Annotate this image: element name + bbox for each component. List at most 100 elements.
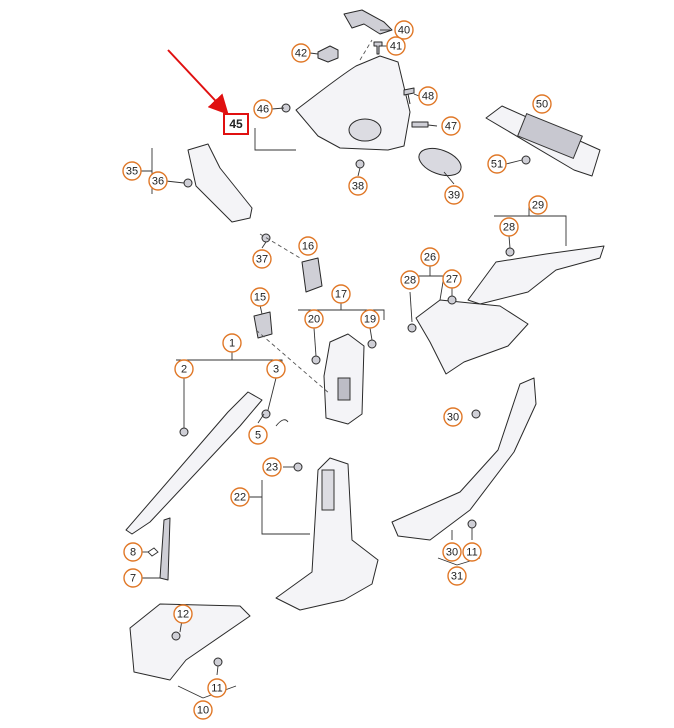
callout-ring [253, 99, 273, 119]
callout-c15[interactable]: 15 [250, 287, 270, 307]
callout-c48[interactable]: 48 [418, 86, 438, 106]
screw-part-48 [403, 87, 415, 105]
callout-number: 5 [255, 430, 261, 442]
callout-number: 46 [257, 104, 269, 116]
callout-number: 47 [445, 121, 457, 133]
clip-part-36 [183, 178, 193, 188]
callout-ring [248, 425, 268, 445]
callout-number: 41 [390, 41, 402, 53]
callout-number: 30 [447, 412, 459, 424]
callout-number: 39 [448, 190, 460, 202]
callout-c50[interactable]: 50 [532, 94, 552, 114]
callout-c10[interactable]: 10 [193, 700, 213, 720]
highlight-arrow [167, 49, 229, 115]
callout-c30b[interactable]: 30 [442, 542, 462, 562]
callout-c39[interactable]: 39 [444, 185, 464, 205]
callout-ring [348, 176, 368, 196]
callout-ring [230, 487, 250, 507]
callout-number: 50 [536, 99, 548, 111]
b-pillar-lower-part [275, 457, 379, 611]
callout-ring [442, 269, 462, 289]
callout-ring [443, 407, 463, 427]
clip-part-42 [317, 45, 339, 63]
callout-number: 2 [181, 364, 187, 376]
callout-c41[interactable]: 41 [386, 36, 406, 56]
clip-part-5 [275, 419, 289, 427]
callout-c11a[interactable]: 11 [462, 542, 482, 562]
callout-c29[interactable]: 29 [528, 195, 548, 215]
callout-number: 20 [308, 314, 320, 326]
callout-c42[interactable]: 42 [291, 43, 311, 63]
callout-c11b[interactable]: 11 [207, 678, 227, 698]
callout-number: 15 [254, 292, 266, 304]
callout-c38[interactable]: 38 [348, 176, 368, 196]
callout-c19[interactable]: 19 [360, 309, 380, 329]
callout-ring [291, 43, 311, 63]
highlighted-part-callout[interactable]: 45 [223, 113, 249, 135]
callout-ring [418, 86, 438, 106]
callout-c36[interactable]: 36 [148, 171, 168, 191]
callout-c16[interactable]: 16 [298, 236, 318, 256]
callout-number: 8 [130, 547, 136, 559]
clip-part-27 [447, 295, 457, 305]
callout-ring [122, 161, 142, 181]
clip-part-11b [213, 657, 223, 667]
callout-ring [532, 94, 552, 114]
callout-number: 38 [352, 181, 364, 193]
callout-c23[interactable]: 23 [262, 457, 282, 477]
callout-number: 31 [451, 571, 463, 583]
bracket-part [343, 9, 393, 35]
callout-c17[interactable]: 17 [331, 284, 351, 304]
rear-sill-part [391, 377, 537, 541]
front-sill-part [129, 603, 251, 681]
clip-part-28b [407, 323, 417, 333]
callout-c26[interactable]: 26 [420, 247, 440, 267]
callout-c28a[interactable]: 28 [499, 217, 519, 237]
callout-c8[interactable]: 8 [123, 542, 143, 562]
callout-number: 48 [422, 91, 434, 103]
callout-number: 29 [532, 200, 544, 212]
callout-c51[interactable]: 51 [487, 154, 507, 174]
bracket-part-15 [253, 311, 273, 339]
callout-c40[interactable]: 40 [394, 20, 414, 40]
callout-ring [148, 171, 168, 191]
cover-part-39 [418, 147, 462, 177]
side-trim-part-29 [467, 245, 605, 305]
callout-c27[interactable]: 27 [442, 269, 462, 289]
clip-part-23 [293, 462, 303, 472]
clip-part-28a [505, 247, 515, 257]
callout-c31[interactable]: 31 [447, 566, 467, 586]
belt-guide-part-16 [301, 257, 323, 293]
callout-c22[interactable]: 22 [230, 487, 250, 507]
callout-c7[interactable]: 7 [123, 568, 143, 588]
callout-ring [123, 568, 143, 588]
callout-number: 51 [491, 159, 503, 171]
callout-number: 10 [197, 705, 209, 717]
callout-ring [487, 154, 507, 174]
callout-c5[interactable]: 5 [248, 425, 268, 445]
callout-ring [123, 542, 143, 562]
callout-c47[interactable]: 47 [441, 116, 461, 136]
callout-c46[interactable]: 46 [253, 99, 273, 119]
callout-ring [250, 287, 270, 307]
callout-c3[interactable]: 3 [266, 359, 286, 379]
callout-ring [304, 309, 324, 329]
callout-number: 7 [130, 573, 136, 585]
callout-c35[interactable]: 35 [122, 161, 142, 181]
callout-number: 37 [256, 254, 268, 266]
callout-c12[interactable]: 12 [173, 604, 193, 624]
callout-ring [174, 359, 194, 379]
clip-part-38 [355, 159, 365, 169]
callout-number: 23 [266, 462, 278, 474]
callout-c28b[interactable]: 28 [400, 270, 420, 290]
callout-c2[interactable]: 2 [174, 359, 194, 379]
callout-c37[interactable]: 37 [252, 249, 272, 269]
callout-number: 35 [126, 166, 138, 178]
callout-c20[interactable]: 20 [304, 309, 324, 329]
belt-slot [337, 377, 351, 401]
callout-ring [394, 20, 414, 40]
callout-c1[interactable]: 1 [222, 333, 242, 353]
callout-c30a[interactable]: 30 [443, 407, 463, 427]
callout-ring [193, 700, 213, 720]
